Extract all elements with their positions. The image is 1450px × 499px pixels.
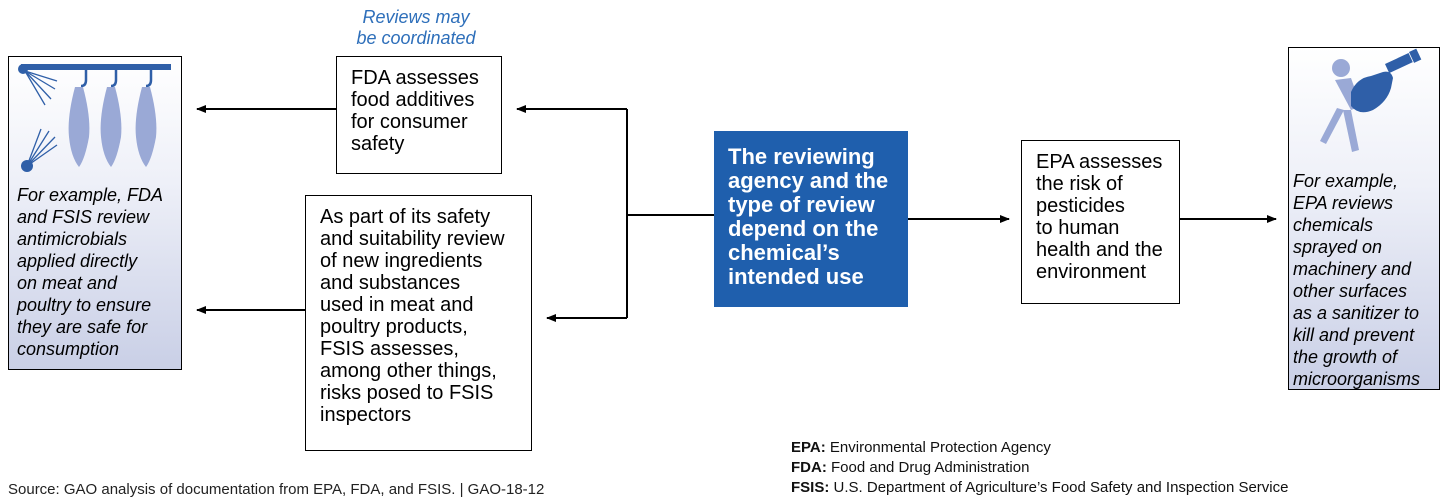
left-example-text: For example, FDA and FSIS review antimic… <box>17 185 164 359</box>
epa-assessment-box: EPA assesses the risk of pesticides to h… <box>1021 140 1180 304</box>
left-example-box: For example, FDA and FSIS review antimic… <box>8 56 182 370</box>
worker-sprayer-icon <box>1320 48 1422 152</box>
legend-item-fda: FDA: Food and Drug Administration <box>791 459 1030 476</box>
poultry-processing-spray-icon <box>18 64 171 172</box>
right-example-box: For example, EPA reviews chemicals spray… <box>1288 47 1440 390</box>
right-example-text: For example, EPA reviews chemicals spray… <box>1293 171 1421 389</box>
legend-item-fsis: FSIS: U.S. Department of Agriculture’s F… <box>791 479 1289 496</box>
source-note: Source: GAO analysis of documentation fr… <box>8 481 545 498</box>
legend-item-epa: EPA: Environmental Protection Agency <box>791 439 1051 456</box>
abbreviation-legend: EPA: Environmental Protection Agency FDA… <box>791 438 1288 498</box>
fda-assessment-box: FDA assesses food additives for consumer… <box>336 56 502 174</box>
reviewing-agency-box: The reviewing agency and the type of rev… <box>714 131 908 307</box>
fsis-assessment-box: As part of its safety and suitability re… <box>305 195 532 451</box>
coordination-note: Reviews may be coordinated <box>356 7 476 48</box>
